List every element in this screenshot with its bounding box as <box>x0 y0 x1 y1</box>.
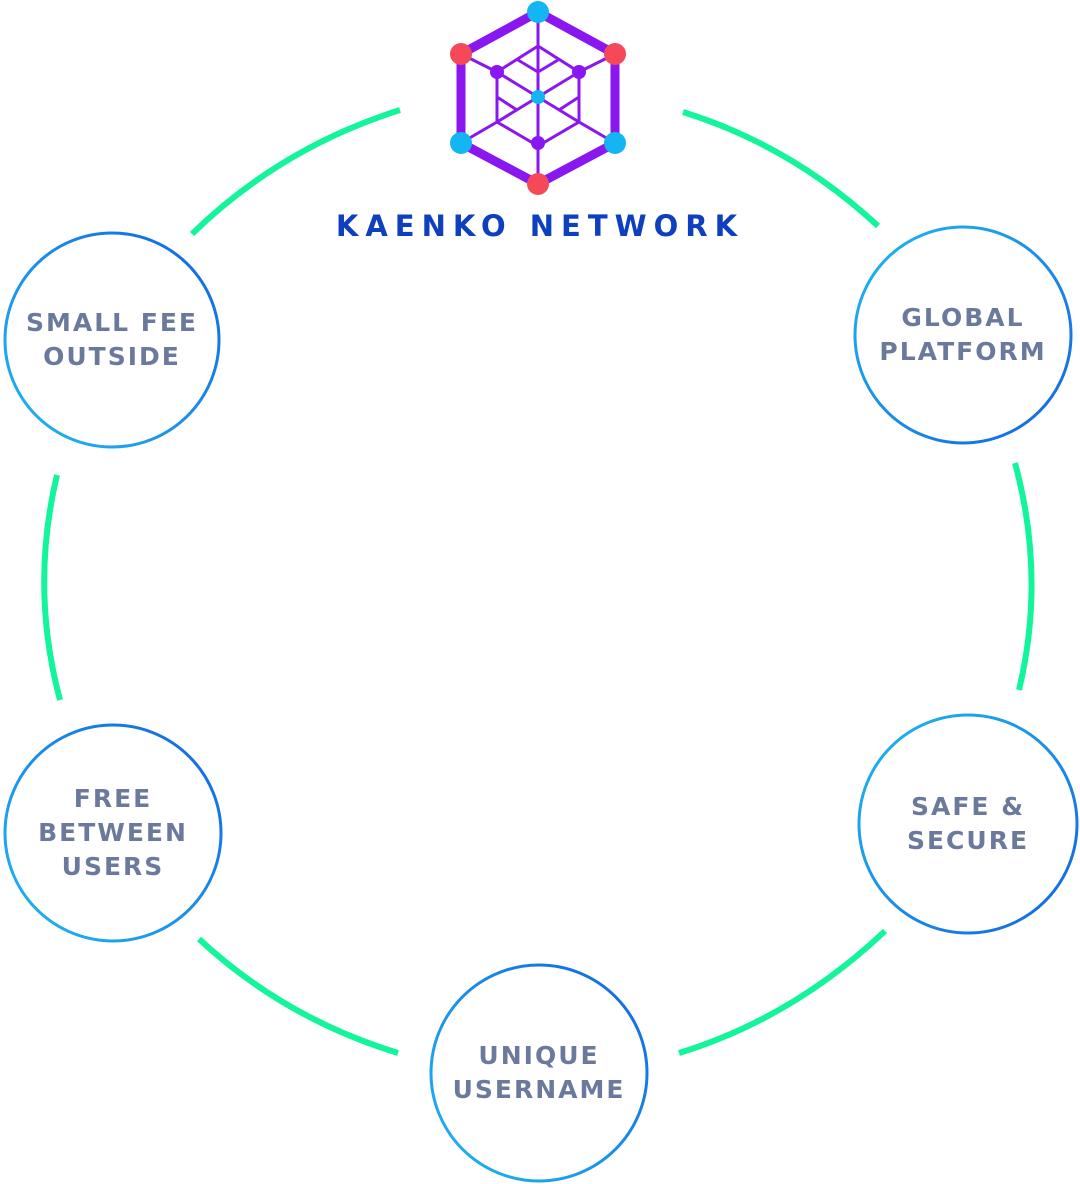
feature-node-free-between-users: FREE BETWEEN USERS <box>4 724 222 942</box>
feature-label-global-platform: GLOBAL PLATFORM <box>879 303 1047 366</box>
circle-free <box>3 723 223 943</box>
feature-node-global-platform: GLOBAL PLATFORM <box>854 226 1072 444</box>
feature-node-unique-username: UNIQUE USERNAME <box>430 964 648 1182</box>
circle-safe <box>857 713 1079 935</box>
feature-label-small-fee: SMALL FEE OUTSIDE <box>25 308 199 371</box>
ring-arc-bottom-right <box>678 928 888 1056</box>
circle-unique <box>429 963 649 1183</box>
ring-arc-right <box>1012 462 1035 691</box>
feature-label-safe-secure: SAFE & SECURE <box>906 792 1030 855</box>
ring-arc-left <box>41 474 63 701</box>
ring-arcs <box>41 107 1035 1056</box>
feature-node-safe-secure: SAFE & SECURE <box>858 714 1078 934</box>
ring-arc-bottom-left <box>196 936 399 1056</box>
brand-title: KAENKO NETWORK <box>335 209 745 243</box>
feature-node-small-fee: SMALL FEE OUTSIDE <box>4 232 220 448</box>
feature-label-free-between-users: FREE BETWEEN USERS <box>38 784 188 881</box>
ring-arc-top-left <box>189 107 401 237</box>
hexagon-network-cube-logo-icon <box>450 1 626 195</box>
node-circles <box>3 225 1079 1183</box>
ring-arc-top-right <box>682 109 881 229</box>
circle-small-fee <box>3 231 221 449</box>
feature-label-unique-username: UNIQUE USERNAME <box>452 1041 626 1104</box>
circle-global <box>853 225 1073 445</box>
